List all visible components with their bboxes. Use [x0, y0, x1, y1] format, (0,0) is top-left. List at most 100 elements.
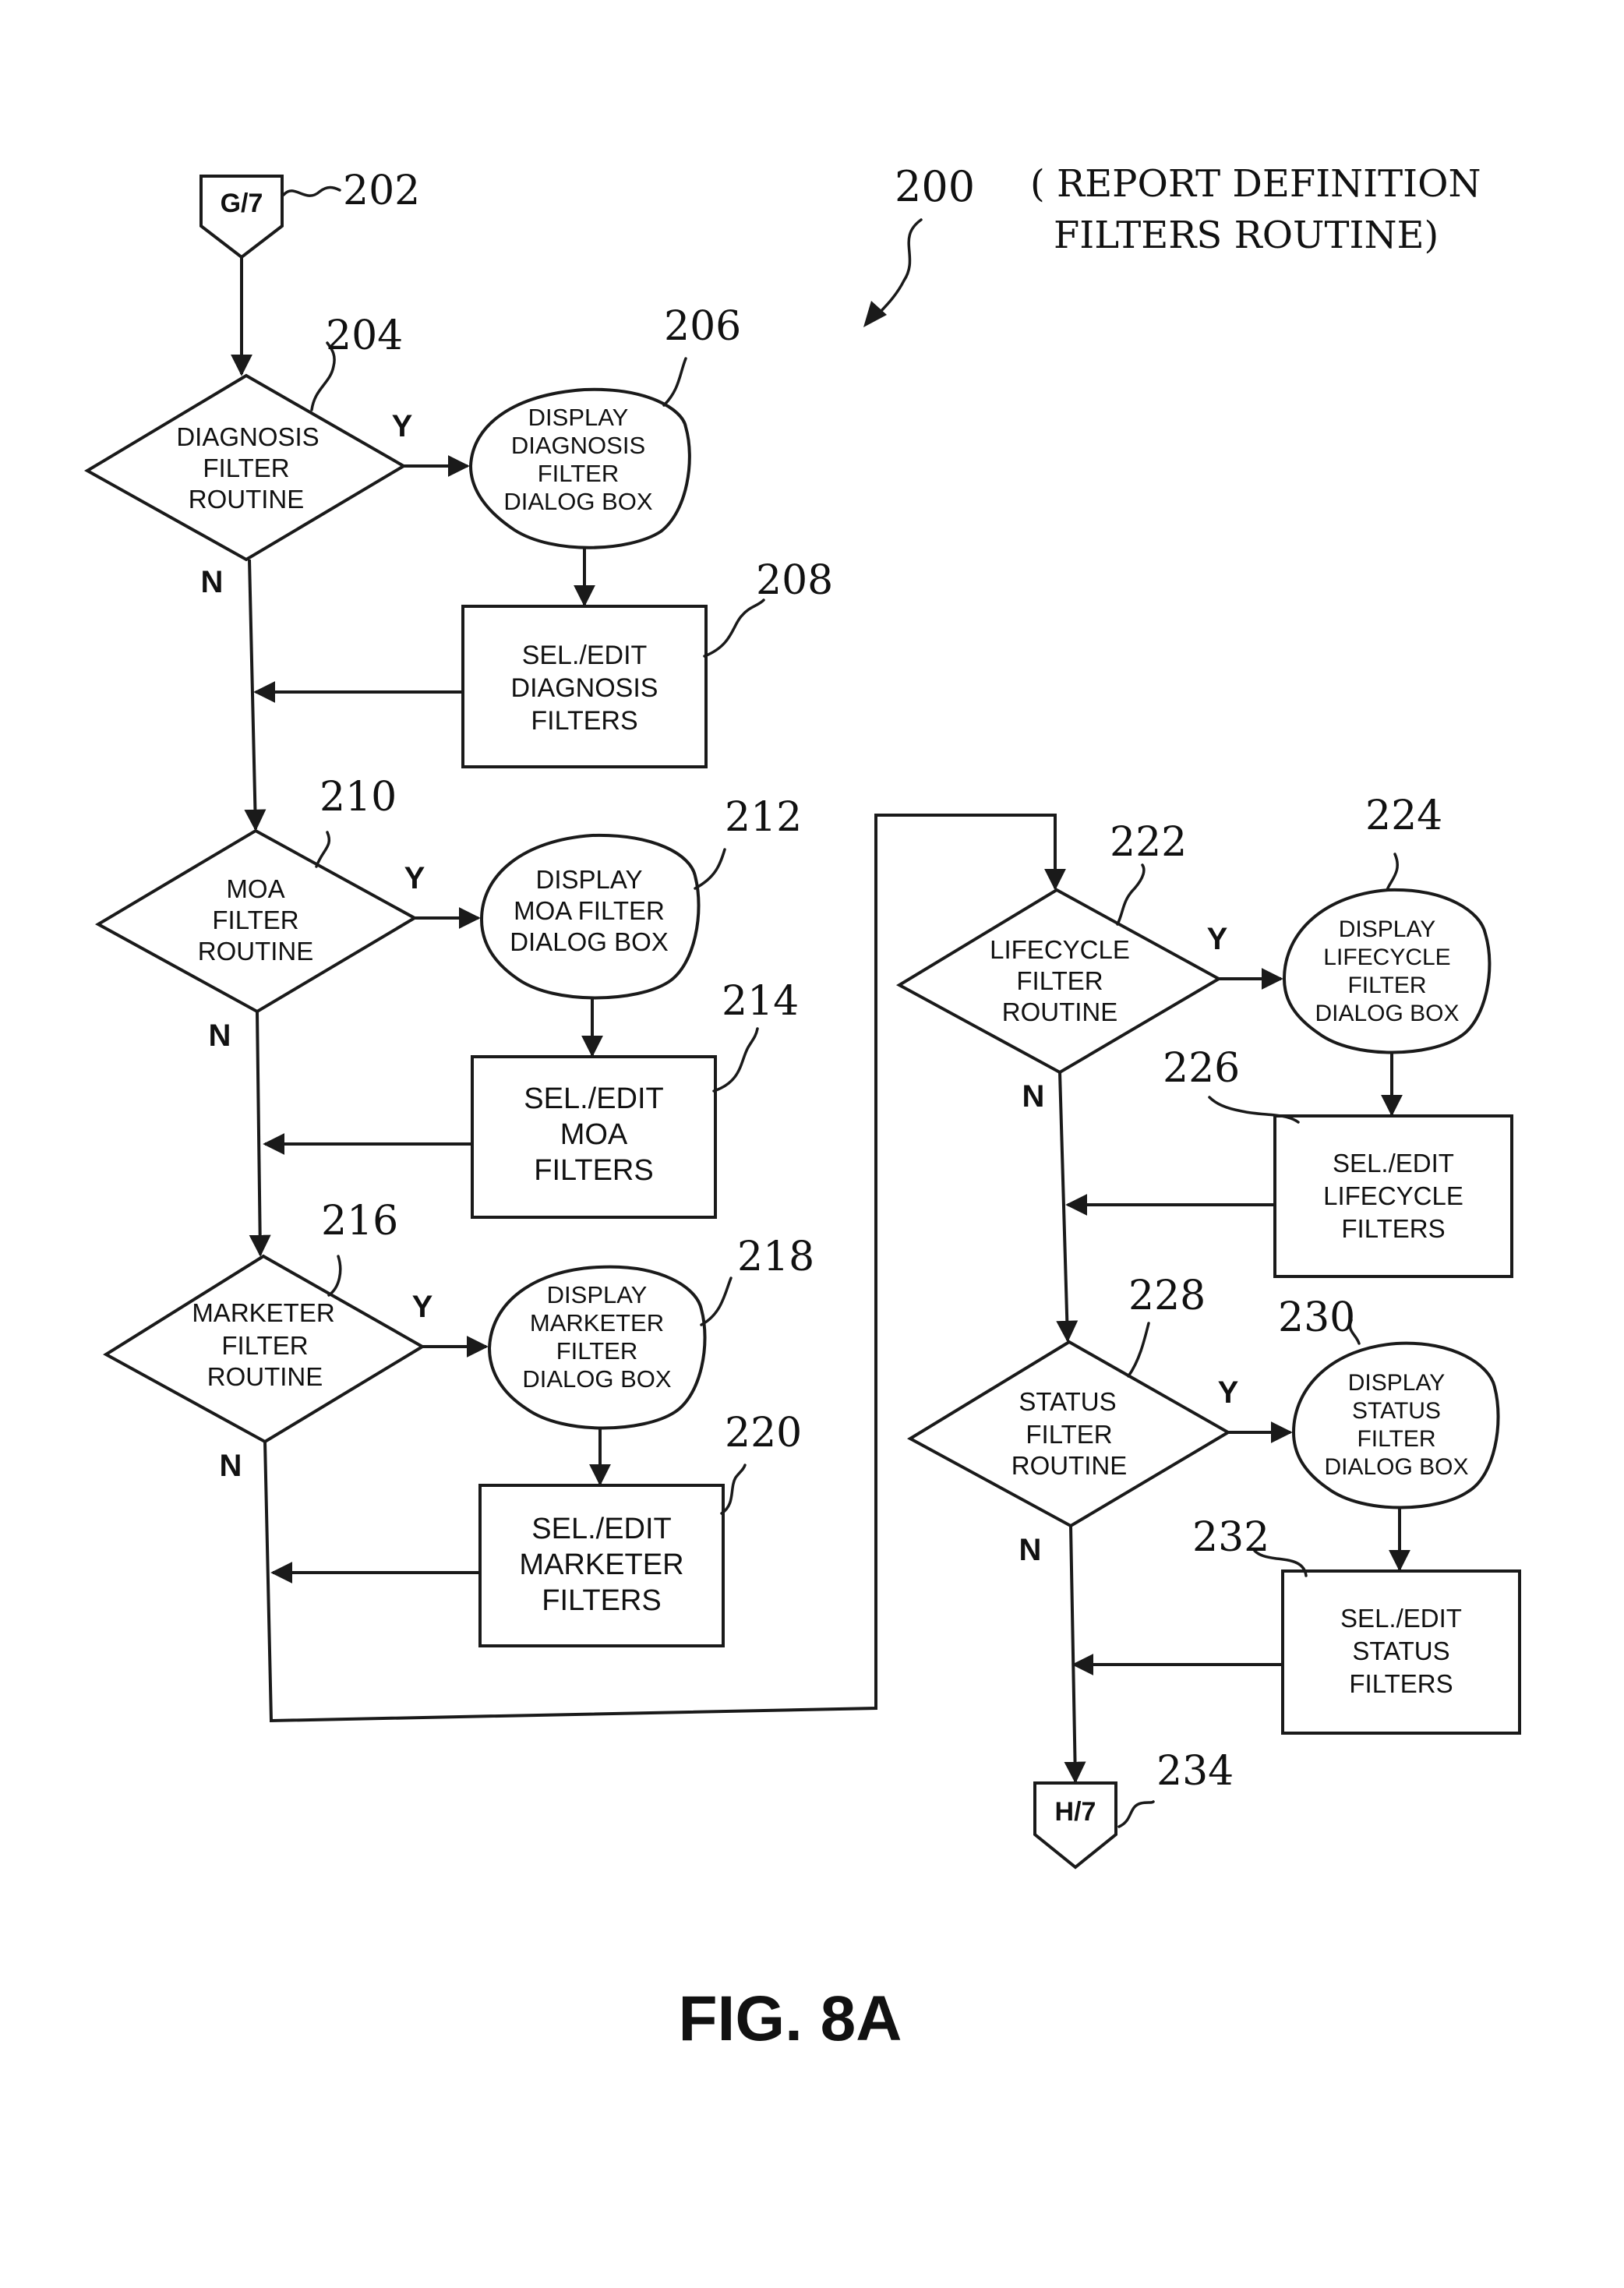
decision-216-marketer: MARKETER FILTER ROUTINE 216	[106, 1198, 422, 1442]
decision-204-line-1: DIAGNOSIS	[176, 422, 319, 451]
end-connector: H/7 234	[1035, 1748, 1234, 1867]
display-224-lifecycle-dialog: DISPLAY LIFECYCLE FILTER DIALOG BOX 224	[1284, 793, 1489, 1053]
display-224-leader	[1387, 854, 1397, 890]
arrow-228-to-end	[1071, 1526, 1075, 1781]
display-224-line-1: DISPLAY	[1339, 916, 1436, 942]
arrow-222-to-228	[1060, 1072, 1068, 1340]
display-206-ref: 206	[664, 303, 741, 350]
process-208-line-1: SEL./EDIT	[522, 641, 648, 670]
display-206-diagnosis-dialog: DISPLAY DIAGNOSIS FILTER DIALOG BOX 206	[471, 303, 741, 548]
start-connector-leader	[284, 188, 340, 196]
process-226-ref: 226	[1163, 1045, 1240, 1092]
yes-label-210: Y	[404, 861, 425, 895]
decision-204-diagnosis: DIAGNOSIS FILTER ROUTINE 204	[87, 312, 404, 560]
process-208-line-3: FILTERS	[531, 706, 637, 736]
decision-222-line-2: FILTER	[1016, 966, 1103, 995]
process-226-lifecycle-filters: SEL./EDIT LIFECYCLE FILTERS 226	[1163, 1045, 1512, 1276]
decision-228-ref: 228	[1128, 1273, 1206, 1319]
diagram-title: 200 ( REPORT DEFINITION FILTERS ROUTINE)	[863, 162, 1481, 327]
decision-222-line-1: LIFECYCLE	[990, 935, 1130, 964]
yes-label-228: Y	[1218, 1375, 1239, 1410]
decision-216-leader	[329, 1256, 341, 1295]
process-214-ref: 214	[722, 978, 799, 1025]
process-208-diagnosis-filters: SEL./EDIT DIAGNOSIS FILTERS 208	[463, 557, 833, 767]
end-connector-label: H/7	[1055, 1797, 1096, 1827]
process-208-line-2: DIAGNOSIS	[511, 673, 658, 703]
end-connector-leader	[1119, 1802, 1153, 1827]
process-220-line-1: SEL./EDIT	[531, 1513, 672, 1545]
display-212-line-2: MOA FILTER	[514, 896, 665, 925]
process-214-line-1: SEL./EDIT	[524, 1082, 664, 1115]
decision-204-ref: 204	[326, 312, 403, 359]
process-220-line-3: FILTERS	[542, 1584, 661, 1617]
decision-204-line-2: FILTER	[203, 454, 289, 482]
display-230-line-2: STATUS	[1352, 1398, 1441, 1424]
no-label-210: N	[209, 1019, 231, 1053]
display-206-line-3: FILTER	[538, 460, 620, 487]
no-label-228: N	[1019, 1533, 1042, 1567]
yes-label-222: Y	[1207, 922, 1228, 956]
process-220-line-2: MARKETER	[519, 1548, 683, 1581]
no-label-204: N	[201, 565, 224, 599]
decision-228-status: STATUS FILTER ROUTINE 228	[910, 1273, 1228, 1526]
display-212-leader	[695, 849, 725, 888]
process-232-line-2: STATUS	[1352, 1637, 1449, 1665]
process-226-line-3: FILTERS	[1341, 1214, 1445, 1243]
process-232-line-3: FILTERS	[1349, 1669, 1453, 1698]
display-218-line-2: MARKETER	[530, 1309, 664, 1336]
display-230-line-4: DIALOG BOX	[1324, 1454, 1468, 1480]
display-206-line-1: DISPLAY	[528, 404, 629, 431]
decision-204-line-3: ROUTINE	[189, 485, 305, 514]
display-230-status-dialog: DISPLAY STATUS FILTER DIALOG BOX 230	[1278, 1294, 1499, 1508]
no-label-222: N	[1022, 1079, 1045, 1114]
process-226-line-1: SEL./EDIT	[1333, 1149, 1454, 1178]
process-214-leader	[714, 1029, 757, 1091]
display-212-moa-dialog: DISPLAY MOA FILTER DIALOG BOX 212	[482, 794, 802, 998]
display-218-marketer-dialog: DISPLAY MARKETER FILTER DIALOG BOX 218	[489, 1234, 814, 1428]
display-212-line-3: DIALOG BOX	[510, 927, 669, 956]
display-206-line-4: DIALOG BOX	[503, 488, 653, 515]
display-218-leader	[701, 1278, 731, 1325]
process-220-leader	[722, 1465, 745, 1513]
decision-222-ref: 222	[1110, 819, 1187, 866]
decision-210-line-2: FILTER	[212, 906, 298, 934]
title-pointer-arrowhead	[863, 301, 887, 327]
start-connector-ref: 202	[343, 168, 420, 214]
arrow-210-to-216	[257, 1012, 260, 1255]
title-line-2: FILTERS ROUTINE)	[1054, 214, 1439, 257]
process-214-moa-filters: SEL./EDIT MOA FILTERS 214	[472, 978, 799, 1217]
decision-210-line-3: ROUTINE	[198, 937, 314, 966]
display-230-line-1: DISPLAY	[1348, 1370, 1446, 1396]
process-220-marketer-filters: SEL./EDIT MARKETER FILTERS 220	[480, 1410, 802, 1646]
yes-label-204: Y	[392, 409, 413, 443]
process-214-line-3: FILTERS	[534, 1154, 653, 1187]
display-224-line-3: FILTER	[1347, 973, 1426, 998]
display-218-ref: 218	[737, 1234, 814, 1280]
display-224-line-4: DIALOG BOX	[1315, 1001, 1459, 1026]
process-208-leader	[704, 600, 764, 656]
display-212-line-1: DISPLAY	[536, 865, 643, 894]
display-230-ref: 230	[1278, 1294, 1355, 1341]
decision-228-line-2: FILTER	[1026, 1420, 1112, 1449]
process-232-ref: 232	[1192, 1514, 1269, 1561]
process-232-line-1: SEL./EDIT	[1340, 1604, 1462, 1633]
display-230-line-3: FILTER	[1357, 1426, 1435, 1452]
arrow-204-to-210	[249, 560, 256, 829]
display-224-ref: 224	[1365, 793, 1442, 839]
title-ref: 200	[895, 162, 975, 211]
decision-228-leader	[1128, 1323, 1149, 1376]
decision-210-line-1: MOA	[226, 874, 284, 903]
display-212-ref: 212	[725, 794, 802, 841]
display-218-line-3: FILTER	[556, 1337, 638, 1365]
display-206-leader	[664, 358, 686, 405]
process-214-line-2: MOA	[560, 1118, 628, 1151]
no-label-216: N	[220, 1449, 242, 1483]
display-206-line-2: DIAGNOSIS	[511, 432, 645, 459]
display-224-line-2: LIFECYCLE	[1323, 945, 1450, 970]
decision-216-line-2: FILTER	[221, 1331, 308, 1360]
decision-216-line-3: ROUTINE	[207, 1362, 323, 1391]
start-connector-label: G/7	[221, 189, 263, 218]
start-connector: G/7 202	[201, 168, 420, 257]
decision-228-line-3: ROUTINE	[1011, 1451, 1128, 1480]
